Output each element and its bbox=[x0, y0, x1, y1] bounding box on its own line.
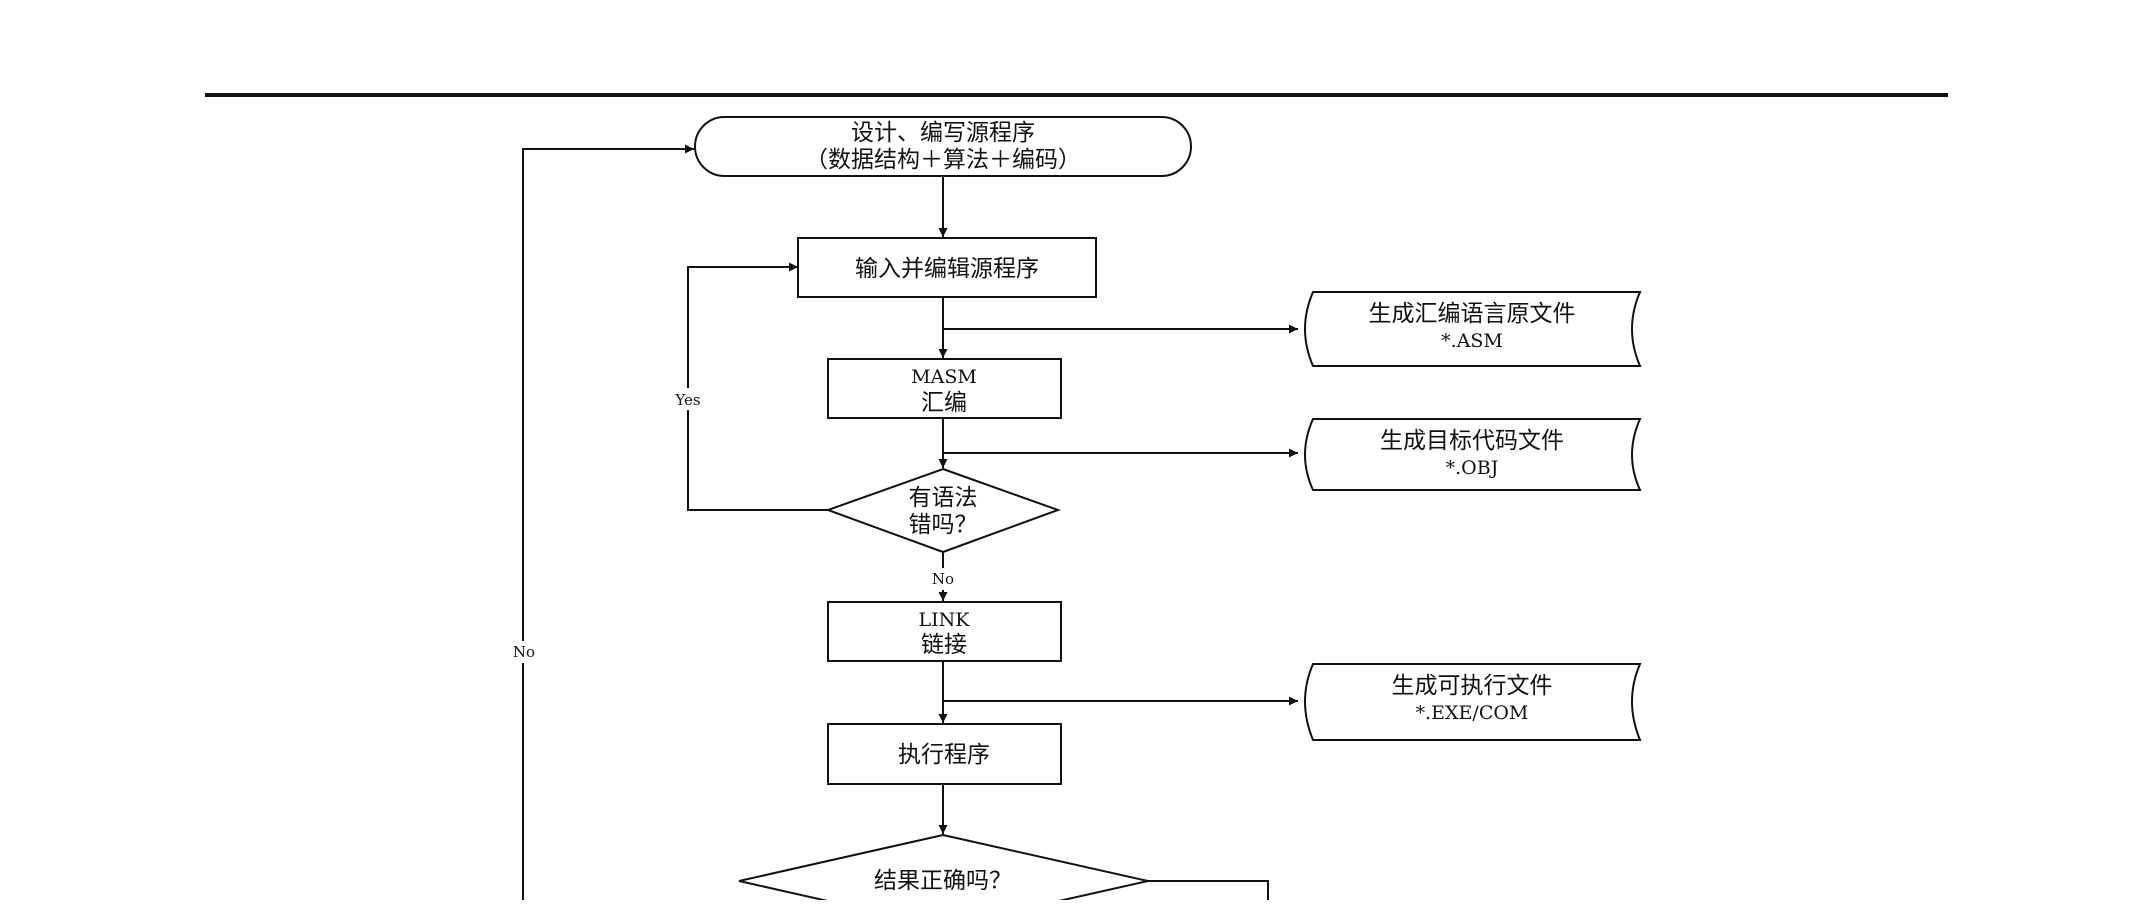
edge-label-no-result: No bbox=[513, 643, 535, 661]
start-node: 设计、编写源程序 （数据结构＋算法＋编码） bbox=[694, 116, 1192, 177]
run-program-node: 执行程序 bbox=[827, 723, 1062, 785]
output-exe-node: 生成可执行文件 *.EXE/COM bbox=[1304, 663, 1642, 741]
result-check-label: 结果正确吗？ bbox=[874, 868, 1012, 894]
output-obj-line1: 生成目标代码文件 bbox=[1380, 428, 1564, 454]
edit-source-node: 输入并编辑源程序 bbox=[797, 237, 1097, 298]
link-line2: 链接 bbox=[921, 632, 967, 658]
edge-result-right bbox=[1148, 880, 1269, 900]
edit-source-label: 输入并编辑源程序 bbox=[855, 256, 1039, 282]
start-node-line1: 设计、编写源程序 bbox=[851, 120, 1035, 146]
edge-label-no-syntax: No bbox=[932, 570, 954, 588]
assemble-node: MASM 汇编 bbox=[827, 358, 1062, 419]
start-node-line2: （数据结构＋算法＋编码） bbox=[805, 147, 1081, 173]
output-asm-line1: 生成汇编语言原文件 bbox=[1369, 301, 1576, 327]
link-node: LINK 链接 bbox=[827, 601, 1062, 662]
edge-label-yes: Yes bbox=[674, 391, 700, 409]
output-exe-line2: *.EXE/COM bbox=[1416, 702, 1529, 724]
assemble-line1: MASM bbox=[911, 366, 977, 388]
assemble-line2: 汇编 bbox=[921, 390, 967, 416]
syntax-check-line2: 错吗？ bbox=[909, 512, 978, 538]
output-asm-line2: *.ASM bbox=[1441, 330, 1503, 352]
syntax-check-decision: 有语法 错吗？ bbox=[825, 467, 1061, 554]
run-program-label: 执行程序 bbox=[898, 742, 990, 768]
output-obj-node: 生成目标代码文件 *.OBJ bbox=[1304, 418, 1642, 491]
syntax-check-line1: 有语法 bbox=[909, 485, 978, 511]
output-asm-node: 生成汇编语言原文件 *.ASM bbox=[1304, 291, 1642, 367]
result-check-decision: 结果正确吗？ bbox=[738, 833, 1149, 905]
output-exe-line1: 生成可执行文件 bbox=[1392, 673, 1553, 699]
output-obj-line2: *.OBJ bbox=[1446, 457, 1499, 479]
edge-result-no-loop bbox=[522, 144, 694, 900]
link-line1: LINK bbox=[919, 609, 971, 631]
